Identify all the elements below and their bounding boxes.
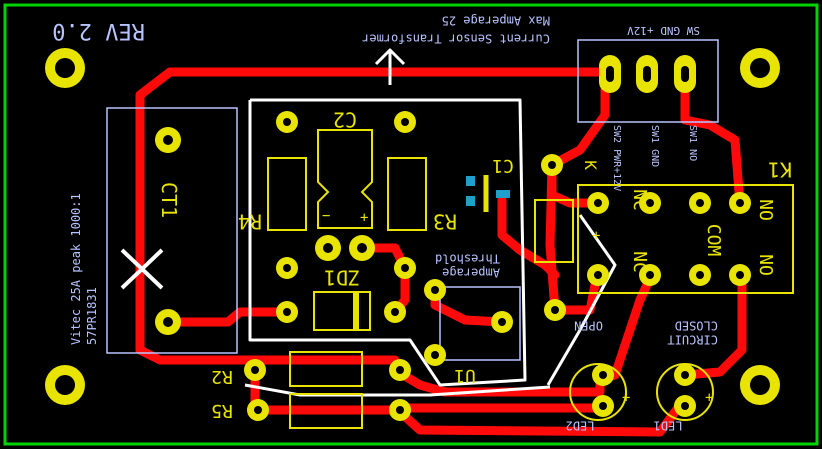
sw-header-outline bbox=[577, 39, 719, 123]
trace-u1-led bbox=[390, 365, 605, 397]
relay-nc-label: NC bbox=[629, 251, 650, 273]
c2-body bbox=[317, 129, 373, 229]
component-outlines bbox=[267, 129, 794, 429]
current-sensor-label: Current Sensor Transformer bbox=[362, 32, 550, 46]
pads bbox=[155, 111, 751, 421]
ct1-label: CT1 bbox=[157, 182, 181, 218]
relay-outline bbox=[577, 184, 794, 294]
led2-outline bbox=[569, 363, 627, 421]
threshold-line-1: Threshold bbox=[435, 252, 500, 266]
trace-r5-row bbox=[253, 403, 605, 415]
r5-body bbox=[289, 393, 363, 429]
smd-pads bbox=[466, 176, 510, 206]
vitec-line-2: 57PR1831 bbox=[85, 287, 99, 345]
relay-pin-label-2: SW1 GND bbox=[649, 125, 660, 167]
k1-label: K1 bbox=[768, 158, 792, 182]
u1-outline bbox=[439, 286, 521, 361]
trace-gnd-loop bbox=[135, 67, 615, 365]
trace-ct-r bbox=[163, 307, 290, 327]
c1-body bbox=[534, 199, 574, 263]
c1-label: C1 bbox=[492, 155, 514, 176]
relay-nc-top-label: NC bbox=[629, 189, 650, 211]
circuit-line-3: OPEN bbox=[574, 319, 603, 333]
vitec-line-1: Vitec 25A peak 1000:1 bbox=[69, 193, 83, 345]
r3-label: R3 bbox=[433, 210, 457, 234]
board-outline bbox=[3, 3, 819, 446]
relay-plus-1: + bbox=[592, 228, 600, 244]
smd-pad-b bbox=[466, 196, 475, 206]
relay-no-label: NO bbox=[755, 254, 776, 276]
trace-sw-no bbox=[680, 67, 745, 210]
led1-label: LED1 bbox=[654, 419, 683, 433]
led2-plus: + bbox=[622, 390, 630, 406]
arrow-head bbox=[374, 48, 406, 66]
circuit-line-2: CIRCUIT bbox=[667, 333, 718, 347]
sensor-lead bbox=[546, 214, 617, 386]
revision-label: REV 2.0 bbox=[52, 18, 145, 43]
threshold-line-2: Amperage bbox=[442, 266, 500, 280]
led2-label: LED2 bbox=[566, 419, 595, 433]
r4-label: R4 bbox=[238, 210, 262, 234]
sensor-box bbox=[248, 98, 527, 387]
max-amperage-label: Max Amperage 25 bbox=[442, 14, 550, 28]
c2-minus: − bbox=[322, 208, 330, 224]
u1-label: U1 bbox=[454, 365, 476, 386]
mounting-holes bbox=[45, 48, 780, 405]
c2-plus: + bbox=[360, 210, 368, 226]
sw-header-label: SW GND +12V bbox=[627, 24, 700, 37]
relay-pin-label-1: SW2 PWR+12V bbox=[611, 125, 622, 191]
cross-marker bbox=[120, 248, 164, 290]
sensor-outline bbox=[244, 48, 617, 397]
zd1-body bbox=[313, 291, 371, 331]
r5-label: R5 bbox=[211, 400, 233, 421]
silkscreen-blue bbox=[106, 39, 719, 361]
component-labels: CT1 C2 R4 R3 ZD1 U1 K1 K NC NO COM NC NO… bbox=[157, 108, 792, 433]
r3-body bbox=[387, 157, 427, 231]
led1-plus: + bbox=[705, 390, 713, 406]
r2-body bbox=[289, 351, 363, 387]
trace-threshold bbox=[430, 285, 507, 327]
r4-body bbox=[267, 157, 307, 231]
circuit-line-1: CLOSED bbox=[675, 319, 718, 333]
zd1-label: ZD1 bbox=[324, 266, 360, 290]
white-bottom-line bbox=[244, 383, 551, 397]
k-label: K bbox=[581, 160, 600, 170]
trace-smd bbox=[497, 195, 560, 280]
trace-led-bottom bbox=[395, 400, 685, 437]
r2-label: R2 bbox=[211, 366, 233, 387]
smd-pad-c bbox=[496, 190, 510, 198]
trace-sw-k bbox=[547, 67, 615, 208]
relay-no-top-label: NO bbox=[755, 199, 776, 221]
relay-pin-label-3: SW1 NO bbox=[687, 125, 698, 161]
ct1-outline bbox=[106, 107, 238, 354]
c2-label: C2 bbox=[333, 108, 357, 132]
smd-pad-a bbox=[466, 176, 475, 186]
trace-no-led bbox=[680, 270, 747, 380]
header-pads bbox=[599, 55, 696, 93]
relay-com-label: COM bbox=[703, 224, 724, 257]
silk-text-mirrored: REV 2.0 Max Amperage 25 Current Sensor T… bbox=[52, 14, 718, 347]
